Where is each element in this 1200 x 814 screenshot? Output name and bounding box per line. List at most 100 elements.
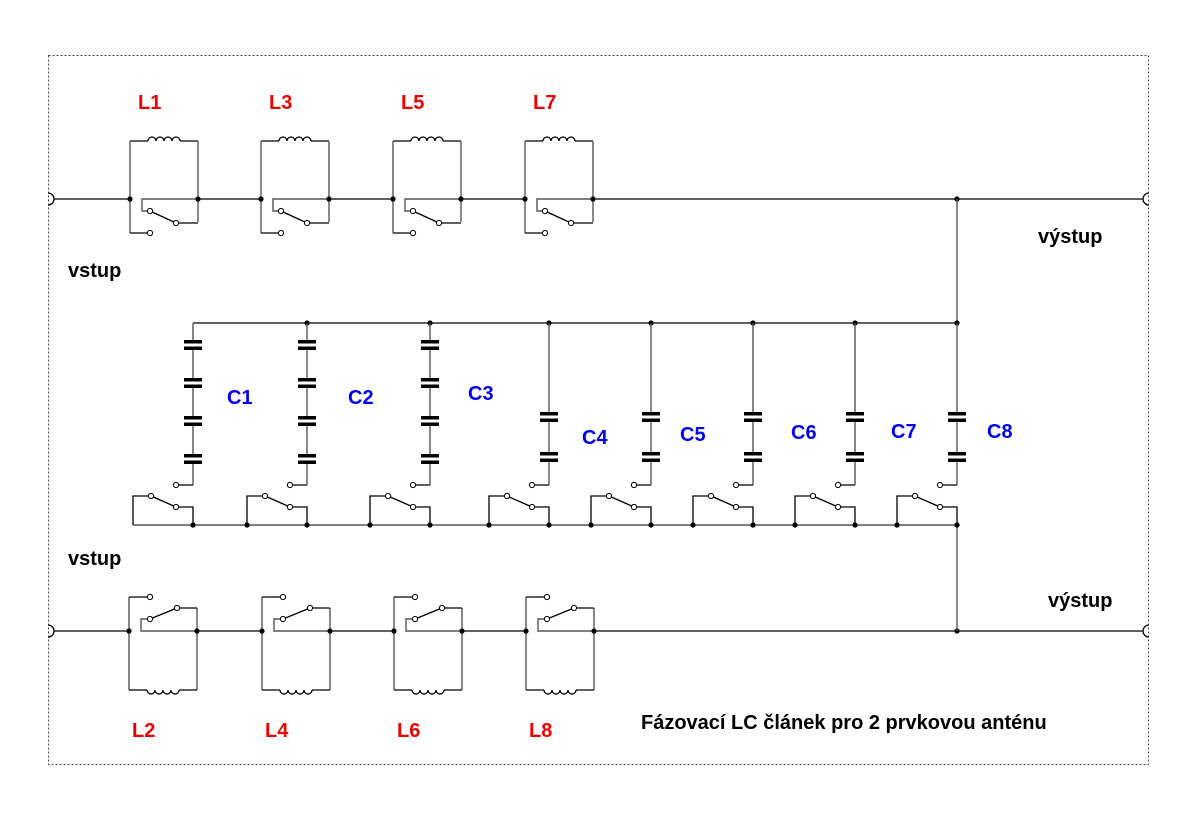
capacitor-plate [421,378,439,382]
top-output-connector [1142,192,1150,206]
capacitor-plate [298,340,316,344]
junction-dot [522,196,528,202]
capacitor-plate [184,340,202,344]
capacitor-plate [184,422,202,426]
switch-wire [176,506,194,525]
junction-dot [367,522,373,528]
switch-contact [172,219,180,227]
switch-blade [387,495,414,508]
bottom-output-connector [1142,624,1150,638]
capacitor-column-c5: C5 [588,320,706,528]
inductor-block-l3: L3 [258,92,393,237]
junction-dot [590,196,596,202]
capacitor-column-c2: C2 [244,320,374,528]
inductor-block-l7: L7 [522,92,596,237]
inductor-label: L5 [401,92,424,114]
capacitor-plate [421,384,439,388]
capacitor-plate [540,452,558,456]
switch-contact [147,492,155,500]
switch-contact [173,604,181,612]
capacitor-plate [948,418,966,422]
switch-blade [608,495,635,508]
inductor-block-l6: L6 [391,593,526,742]
top-input-connector [47,192,55,206]
switch-wire [634,506,652,525]
switch-blade [506,495,533,508]
switch-wire [141,198,198,212]
switch-wire [940,506,958,525]
switch-contact [277,229,285,237]
switch-contact [409,207,417,215]
junction-dot [304,522,310,528]
capacitor-label: C3 [468,383,494,405]
capacitor-label: C5 [680,424,706,446]
capacitor-plate [642,458,660,462]
switch-contact [707,492,715,500]
junction-dot [190,522,196,528]
inductor-label: L8 [529,720,552,742]
inductor-label: L4 [265,720,289,742]
switch-blade [710,495,737,508]
switch-wire [838,506,856,525]
capacitor-plate [298,422,316,426]
switch-contact [286,503,294,511]
diagram-frame [48,55,1149,765]
junction-dot [126,628,132,634]
capacitor-plate [298,454,316,458]
switch-contact [172,503,180,511]
switch-contact [732,503,740,511]
switch-contact [384,492,392,500]
switch-wire [273,618,330,632]
junction-dot [690,522,696,528]
switch-contact [279,615,287,623]
inductor-block-l8: L8 [523,593,597,742]
capacitor-plate [421,460,439,464]
switch-wire [405,618,462,632]
switch-wire [272,198,329,212]
switch-contact [409,503,417,511]
switch-contact [528,503,536,511]
capacitor-label: C6 [791,422,817,444]
switch-contact [528,481,536,489]
capacitor-plate [184,454,202,458]
switch-wire [413,506,431,525]
capacitor-plate [642,418,660,422]
switch-contact [809,492,817,500]
capacitor-plate [184,384,202,388]
capacitor-plate [948,452,966,456]
switch-contact [732,481,740,489]
junction-dot [648,522,654,528]
junction-dot [750,522,756,528]
switch-contact [411,593,419,601]
capacitor-plate [846,452,864,456]
junction-dot [852,522,858,528]
bottom-input-label: vstup [68,548,121,570]
capacitor-plate [540,412,558,416]
capacitor-plate [948,458,966,462]
capacitor-plate [184,460,202,464]
switch-contact [146,593,154,601]
switch-contact [605,492,613,500]
capacitor-plate [642,412,660,416]
capacitor-plate [184,346,202,350]
top-output-label: výstup [1038,226,1102,248]
switch-contact [438,604,446,612]
switch-wire [369,495,388,525]
capacitor-plate [846,412,864,416]
switch-blade [149,607,178,620]
junction-dot [591,628,597,634]
capacitor-plate [421,422,439,426]
switch-contact [630,503,638,511]
junction-dot [258,196,264,202]
inductor-coil-icon [411,689,445,695]
switch-contact [541,207,549,215]
switch-contact [146,207,154,215]
junction-dot [486,522,492,528]
switch-wire [140,618,197,632]
switch-wire [536,198,593,212]
junction-dot [427,522,433,528]
capacitor-label: C8 [987,421,1013,443]
switch-blade [812,495,839,508]
inductor-coil-icon [542,136,576,142]
